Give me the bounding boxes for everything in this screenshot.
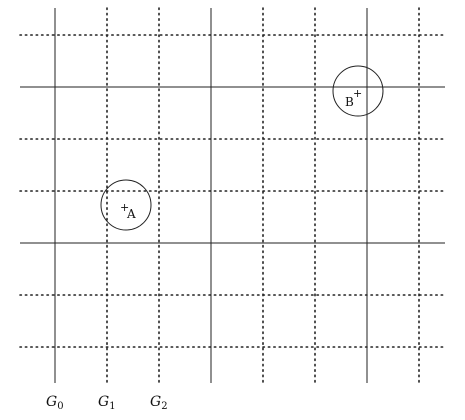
grid-lines [19, 7, 446, 384]
point-a-label: A [126, 207, 136, 221]
grid-level-labels: G0 G1 G2 [46, 394, 168, 412]
circle-a-outline [100, 179, 152, 231]
label-g2: G2 [150, 394, 168, 412]
circle-b-outline [332, 65, 384, 117]
point-b-label: B [345, 95, 354, 109]
point-b-marker: + [353, 87, 362, 100]
circle-a: + A [100, 179, 152, 231]
label-g1: G1 [98, 394, 116, 412]
point-a-marker: + [120, 201, 129, 214]
circle-b: + B [332, 65, 384, 117]
label-g0: G0 [46, 394, 64, 412]
